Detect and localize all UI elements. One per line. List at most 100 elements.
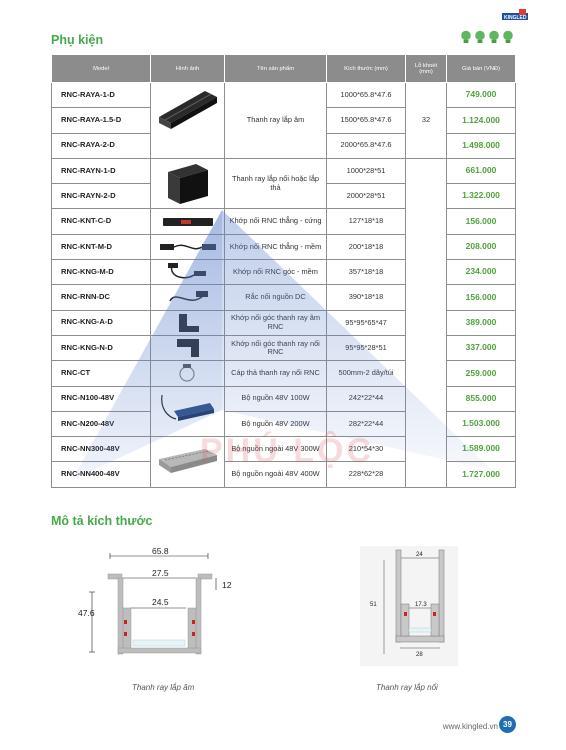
model-cell: RNC-RAYA-1.5-D: [51, 107, 151, 134]
lightbulb-icon: [461, 30, 471, 43]
size-cell: 95*95*65*47: [326, 309, 406, 336]
product-name-cell: Cáp thả thanh ray nổi RNC: [224, 360, 327, 387]
dim-width-label: 65.8: [152, 548, 169, 556]
image-cell: [150, 436, 225, 488]
product-name-cell: Bộ nguồn 48V 100W: [224, 385, 327, 412]
price-cell: 337.000: [446, 334, 516, 362]
header-cutout: Lỗ khoét (mm): [405, 54, 447, 83]
image-cell: [150, 309, 225, 336]
dc-power-connector-image-icon: [168, 290, 208, 301]
price-cell: 1.727.000: [446, 461, 516, 488]
product-name-cell: Bộ nguồn ngoài 48V 400W: [224, 461, 327, 488]
surface-corner-connector-image-icon: [176, 339, 199, 358]
model-cell: RNC-RAYA-2-D: [51, 132, 151, 159]
product-name-cell: Bộ nguồn 48V 200W: [224, 410, 327, 438]
model-cell: RNC-RAYA-1-D: [51, 81, 151, 109]
model-cell: RNC-RNN-DC: [51, 284, 151, 311]
size-cell: 500mm-2 dây/túi: [326, 360, 406, 387]
table-row: RNC-KNG-M-D Khớp nối RNC góc - mềm 357*1…: [51, 259, 516, 286]
price-cell: 1.124.000: [446, 107, 516, 134]
recessed-rail-image-icon: [158, 91, 217, 130]
bulb-icons: [460, 30, 514, 44]
image-cell: [150, 259, 225, 286]
product-name-cell: Khớp nối góc thanh ray nổi RNC: [224, 334, 327, 362]
dim-inner-mid-label: 24.5: [152, 597, 169, 607]
product-name-cell: Rắc nối nguồn DC: [224, 284, 327, 311]
price-cell: 208.000: [446, 233, 516, 261]
price-cell: 156.000: [446, 208, 516, 235]
size-cell: 390*18*18: [326, 284, 406, 311]
size-cell: 2000*28*51: [326, 183, 406, 210]
cutout-cell-empty: [405, 157, 447, 488]
table-row: RNC-KNT-C-D Khớp nối RNC thẳng - cứng 12…: [51, 208, 516, 235]
power-supply-100w-image-icon: [160, 395, 214, 422]
model-cell: RNC-NN400-48V: [51, 461, 151, 488]
rigid-connector-image-icon: [162, 217, 213, 226]
size-cell: 1000*28*51: [326, 157, 406, 185]
table-row: RNC-NN400-48V Bộ nguồn ngoài 48V 400W 22…: [51, 461, 516, 488]
model-cell: RNC-RAYN-1-D: [51, 157, 151, 185]
section-title-dimensions: Mô tả kích thước: [51, 514, 153, 528]
image-cell: [150, 360, 225, 387]
recessed-rail-caption: Thanh ray lắp âm: [132, 683, 195, 692]
table-row: RNC-RAYA-2-D 2000*65.8*47.6 1.498.000: [51, 132, 516, 159]
model-cell: RNC-KNG-M-D: [51, 259, 151, 286]
product-name-cell: Khớp nối RNC thẳng - cứng: [224, 208, 327, 235]
price-cell: 661.000: [446, 157, 516, 185]
price-cell: 156.000: [446, 284, 516, 311]
product-name-cell: Bộ nguồn ngoài 48V 300W: [224, 436, 327, 463]
product-name-cell: Khớp nối góc thanh ray âm RNC: [224, 309, 327, 336]
dim-height-label: 51: [370, 602, 377, 608]
surface-rail-image-icon: [167, 163, 208, 204]
image-cell: [150, 334, 225, 362]
page-number-badge: 39: [499, 716, 516, 733]
table-row: RNC-N100-48V Bộ nguồn 48V 100W 242*22*44…: [51, 385, 516, 438]
price-cell: 1.322.000: [446, 183, 516, 210]
website-link[interactable]: www.kingled.vn: [442, 722, 498, 731]
image-cell: [150, 208, 225, 235]
model-cell: RNC-KNG-A-D: [51, 309, 151, 336]
table-row: RNC-RNN-DC Rắc nối nguồn DC 390*18*18 15…: [51, 284, 516, 311]
recessed-rail-dimension-diagram: 65.8 27.5 24.5 47.6 12: [78, 548, 232, 655]
product-name-cell: Khớp nối RNC góc - mềm: [224, 259, 327, 286]
price-cell: 749.000: [446, 81, 516, 109]
table-row: RNC-KNG-N-D Khớp nối góc thanh ray nổi R…: [51, 334, 516, 362]
price-cell: 259.000: [446, 360, 516, 387]
surface-rail-caption: Thanh ray lắp nổi: [376, 683, 438, 692]
image-cell: [150, 82, 225, 159]
header-product-name: Tên sản phẩm: [224, 54, 327, 83]
header-size: Kích thước (mm): [326, 54, 406, 83]
table-row: RNC-RAYN-2-D 2000*28*51 1.322.000: [51, 183, 516, 210]
table-row: RNC-RAYA-1-D Thanh ray lắp âm 1000*65.8*…: [51, 81, 516, 159]
external-power-supply-image-icon: [158, 448, 217, 473]
price-cell: 1.503.000: [446, 410, 516, 438]
dim-lip-label: 12: [222, 580, 232, 590]
size-cell: 95*95*28*51: [326, 334, 406, 362]
size-cell: 127*18*18: [326, 208, 406, 235]
table-row: RNC-RAYA-1.5-D 1500*65.8*47.6 1.124.000: [51, 107, 516, 134]
model-cell: RNC-N100-48V: [51, 385, 151, 412]
product-name-cell: Thanh ray lắp âm: [224, 82, 327, 159]
size-cell: 228*62*28: [326, 461, 406, 488]
lightbulb-icon: [489, 30, 499, 43]
table-row: RNC-CT Cáp thả thanh ray nổi RNC 500mm-2…: [51, 360, 516, 387]
size-cell: 242*22*44: [326, 385, 406, 412]
model-cell: RNC-KNT-M-D: [51, 233, 151, 261]
surface-rail-dimension-diagram: 24 51 17.3 28: [360, 546, 458, 666]
header-image: Hình ảnh: [150, 54, 225, 83]
product-name-cell: Thanh ray lắp nổi hoặc lắp thả: [224, 157, 327, 210]
image-cell: [150, 233, 225, 261]
price-cell: 1.589.000: [446, 436, 516, 463]
dim-bottom-label: 28: [416, 652, 423, 658]
image-cell: [150, 157, 225, 210]
lightbulb-icon: [503, 30, 513, 43]
price-cell: 389.000: [446, 309, 516, 336]
image-cell: [150, 385, 225, 438]
table-row: RNC-N200-48V Bộ nguồn 48V 200W 282*22*44…: [51, 410, 516, 438]
model-cell: RNC-KNG-N-D: [51, 334, 151, 362]
model-cell: RNC-N200-48V: [51, 410, 151, 438]
lightbulb-icon: [475, 30, 485, 43]
dim-inner-top-label: 27.5: [152, 568, 169, 578]
table-row: RNC-RAYN-1-D Thanh ray lắp nổi hoặc lắp …: [51, 157, 516, 488]
model-cell: RNC-RAYN-2-D: [51, 183, 151, 210]
